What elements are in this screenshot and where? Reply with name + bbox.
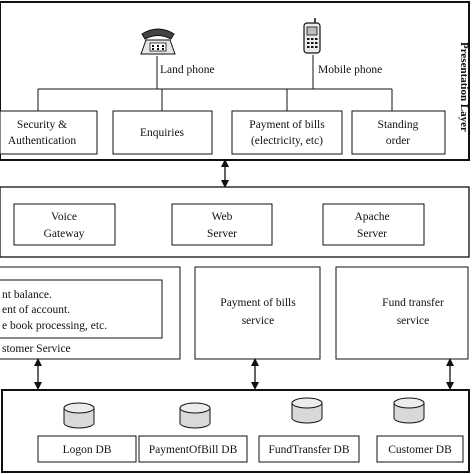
- gateway-box-web: Web Server: [171, 203, 273, 246]
- land-phone-label: Land phone: [160, 64, 215, 76]
- desk-phone-icon: [140, 28, 176, 55]
- database-icon: [291, 397, 323, 424]
- database-icon: [179, 402, 211, 429]
- presentation-box-payment: Payment of bills (electricity, etc): [231, 110, 343, 155]
- customer-service-line3: e book processing, etc.: [2, 320, 107, 332]
- security-line1: Security &: [17, 119, 67, 131]
- customer-service-line1: nt balance.: [2, 289, 52, 301]
- presentation-box-enquiries: Enquiries: [112, 110, 213, 155]
- phone-connector-lines: [37, 55, 393, 111]
- mobile-phone-icon: [303, 18, 321, 54]
- apache-line1: Apache: [354, 211, 389, 223]
- database-customer: Customer DB: [376, 397, 464, 463]
- presentation-layer-frame: [0, 1, 470, 161]
- payment-service-line2: service: [242, 315, 275, 327]
- web-line2: Server: [207, 228, 237, 240]
- payment-service-box: Payment of bills service: [194, 266, 321, 360]
- voice-line2: Gateway: [44, 228, 85, 240]
- customer-service-box: nt balance. ent of account. e book proce…: [0, 266, 181, 360]
- database-payment-of-bill: PaymentOfBill DB: [138, 402, 248, 463]
- presentation-box-standing-order: Standing order: [351, 110, 446, 155]
- presentation-layer-title: Presentation Layer: [458, 42, 470, 132]
- fund-transfer-line1: Fund transfer: [382, 297, 444, 309]
- enquiries-label: Enquiries: [140, 127, 185, 139]
- gateway-box-voice: Voice Gateway: [13, 203, 116, 246]
- web-line1: Web: [212, 211, 233, 223]
- gateway-box-apache: Apache Server: [322, 203, 425, 246]
- presentation-box-security: Security & Authentication: [0, 110, 98, 155]
- mobile-phone-label: Mobile phone: [318, 64, 382, 76]
- fund-transfer-db-label: FundTransfer DB: [268, 444, 349, 456]
- standing-line1: Standing: [378, 119, 419, 131]
- apache-line2: Server: [357, 228, 387, 240]
- database-layer-frame: [1, 389, 470, 473]
- fund-transfer-line2: service: [397, 315, 430, 327]
- logon-db-label: Logon DB: [63, 444, 112, 456]
- standing-line2: order: [386, 135, 410, 147]
- voice-line1: Voice: [51, 211, 77, 223]
- fund-transfer-service-box: Fund transfer service: [335, 266, 469, 360]
- database-logon: Logon DB: [37, 402, 137, 463]
- database-fund-transfer: FundTransfer DB: [258, 397, 360, 463]
- customer-db-label: Customer DB: [388, 444, 452, 456]
- database-icon: [393, 397, 425, 424]
- customer-service-line2: ent of account.: [2, 304, 70, 316]
- database-icon: [63, 402, 95, 429]
- payment-line1: Payment of bills: [249, 119, 325, 131]
- customer-service-label: stomer Service: [2, 343, 71, 355]
- gateway-layer-frame: [0, 186, 470, 258]
- payment-db-label: PaymentOfBill DB: [149, 444, 238, 456]
- payment-service-line1: Payment of bills: [220, 297, 296, 309]
- payment-line2: (electricity, etc): [251, 135, 323, 147]
- security-line2: Authentication: [8, 135, 77, 147]
